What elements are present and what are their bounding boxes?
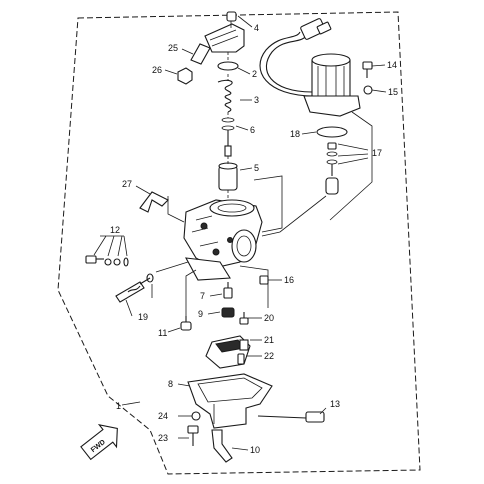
leader-15 bbox=[371, 89, 387, 93]
forward-direction-icon: FWD bbox=[80, 423, 118, 461]
callout-23: 23 bbox=[158, 433, 168, 443]
callout-22: 22 bbox=[264, 351, 274, 361]
assembly-boundary bbox=[57, 11, 421, 475]
screw-23 bbox=[187, 425, 199, 446]
choke-bracket-line bbox=[329, 111, 373, 221]
throttle-stop-screw-19 bbox=[115, 273, 154, 303]
choke-plunger-17 bbox=[325, 142, 339, 195]
bracket-5 bbox=[253, 175, 283, 233]
bracket-20 bbox=[239, 265, 269, 308]
callout-3: 3 bbox=[254, 95, 259, 105]
screw-19-line bbox=[155, 261, 189, 273]
leader-2 bbox=[237, 67, 251, 75]
callout-20: 20 bbox=[264, 313, 274, 323]
throttle-valve-5 bbox=[218, 162, 238, 191]
carburetor-body bbox=[183, 199, 263, 281]
main-jet-9 bbox=[221, 307, 235, 318]
callout-9: 9 bbox=[198, 309, 203, 319]
leader-12 bbox=[93, 235, 128, 257]
screw-14 bbox=[362, 61, 373, 78]
leader-1 bbox=[121, 401, 141, 406]
hose-27 bbox=[139, 191, 169, 213]
leader-18 bbox=[301, 131, 317, 135]
rubber-cap-25 bbox=[190, 43, 211, 65]
needle-jet-7 bbox=[223, 282, 233, 299]
bracket-27 bbox=[167, 196, 185, 223]
callout-11: 11 bbox=[158, 328, 167, 338]
callout-2: 2 bbox=[252, 69, 257, 79]
needle-valve-22 bbox=[237, 353, 245, 365]
callout-5: 5 bbox=[254, 163, 259, 173]
choke-wire bbox=[259, 18, 332, 97]
leader-6 bbox=[235, 125, 249, 131]
callout-8: 8 bbox=[168, 379, 173, 389]
starter-cap bbox=[204, 11, 245, 53]
leader-14 bbox=[371, 64, 386, 67]
callout-4: 4 bbox=[254, 23, 259, 33]
callout-1: 1 bbox=[116, 401, 121, 411]
leader-11 bbox=[167, 327, 181, 333]
leader-7 bbox=[209, 293, 223, 297]
washer-15 bbox=[363, 85, 373, 95]
callout-12: 12 bbox=[110, 225, 120, 235]
leader-19 bbox=[125, 284, 153, 317]
callout-15: 15 bbox=[388, 87, 398, 97]
callout-21: 21 bbox=[264, 335, 274, 345]
screw-16 bbox=[259, 275, 269, 285]
drain-hose-10 bbox=[211, 429, 233, 463]
callout-19: 19 bbox=[138, 312, 148, 322]
drain-screw-13 bbox=[257, 411, 325, 423]
washer-24 bbox=[191, 411, 201, 421]
leader-25 bbox=[181, 48, 194, 55]
leader-10 bbox=[231, 447, 249, 451]
pilot-screw-set-12 bbox=[85, 255, 129, 267]
callout-18: 18 bbox=[290, 129, 300, 139]
o-ring-2 bbox=[217, 61, 239, 71]
callout-7: 7 bbox=[200, 291, 205, 301]
callout-17: 17 bbox=[372, 148, 382, 158]
leader-4 bbox=[237, 15, 253, 28]
plug-screw-11 bbox=[180, 316, 192, 331]
leader-13 bbox=[319, 407, 327, 415]
pilot-jet-20 bbox=[239, 312, 249, 325]
callout-26: 26 bbox=[152, 65, 162, 75]
leader-9 bbox=[207, 311, 221, 315]
leader-8 bbox=[177, 383, 191, 387]
leader-26 bbox=[164, 69, 178, 75]
callout-25: 25 bbox=[168, 43, 178, 53]
o-ring-18 bbox=[316, 126, 348, 138]
callout-16: 16 bbox=[284, 275, 294, 285]
callout-14: 14 bbox=[387, 60, 397, 70]
leader-27 bbox=[135, 185, 151, 195]
callout-10: 10 bbox=[250, 445, 260, 455]
jet-needle-6 bbox=[221, 117, 235, 157]
leader-5 bbox=[239, 167, 253, 171]
float-chamber-8 bbox=[187, 373, 273, 429]
spring-3 bbox=[217, 79, 233, 113]
bracket-11 bbox=[185, 269, 197, 316]
callout-6: 6 bbox=[250, 125, 255, 135]
callout-13: 13 bbox=[330, 399, 340, 409]
leader-17 bbox=[337, 143, 369, 165]
choke-to-body-line bbox=[261, 195, 327, 237]
auto-choke-unit bbox=[303, 53, 361, 117]
callout-27: 27 bbox=[122, 179, 132, 189]
nut-26 bbox=[177, 67, 193, 85]
callout-24: 24 bbox=[158, 411, 168, 421]
